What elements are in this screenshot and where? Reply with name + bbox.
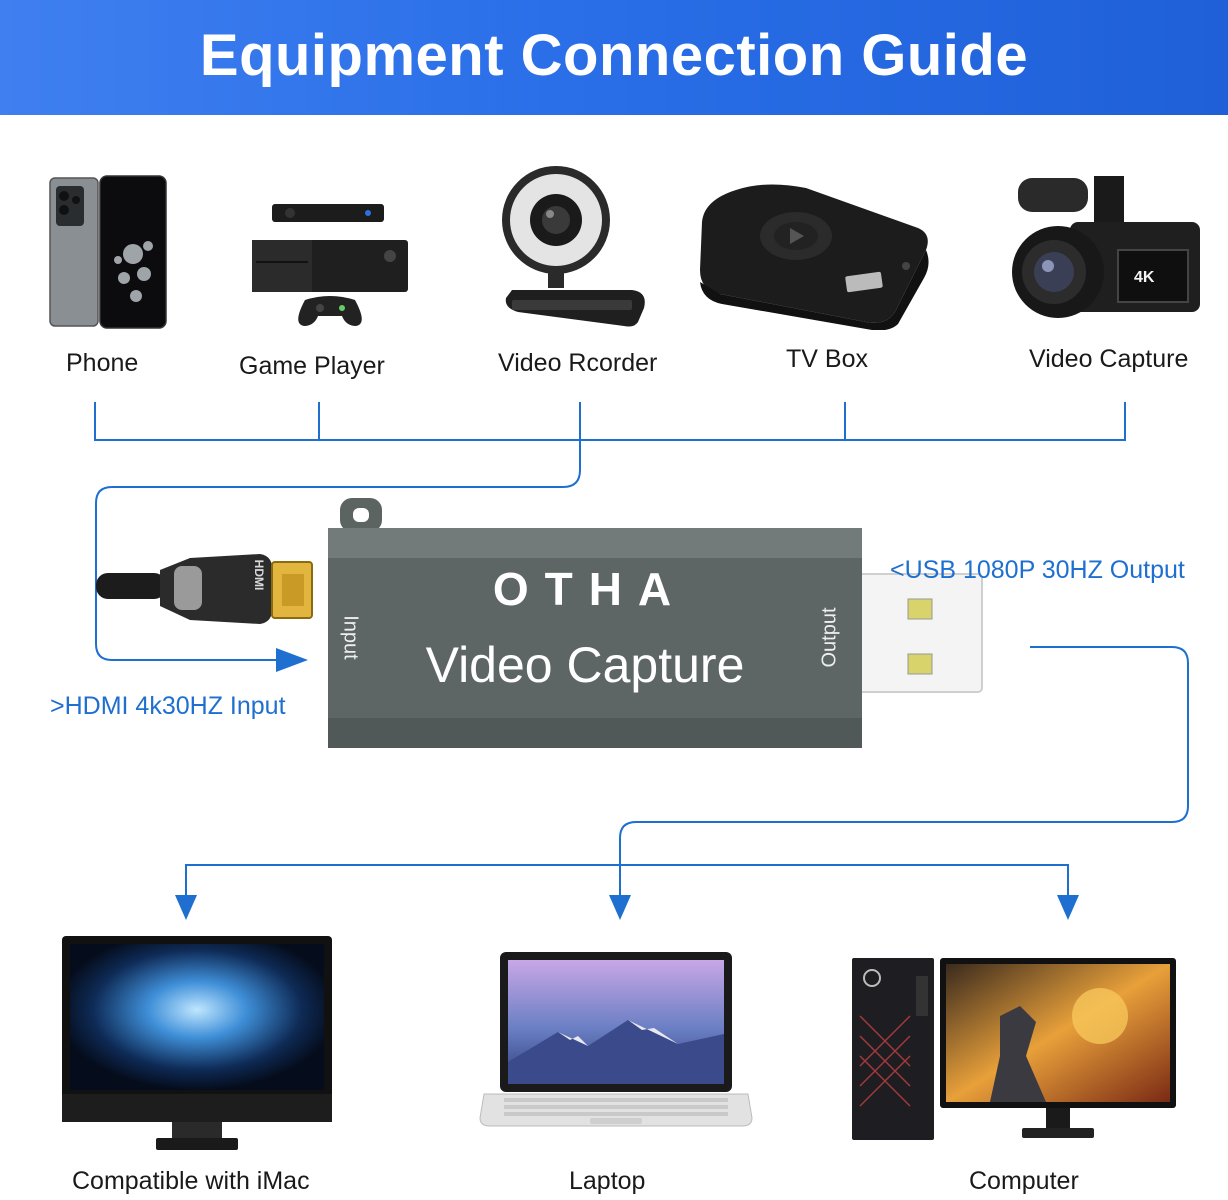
arrow-down-icon: [175, 895, 197, 920]
webcam-icon: [498, 162, 652, 330]
source-label-tv-box: TV Box: [786, 345, 868, 374]
device-name: Video Capture: [380, 636, 790, 694]
target-bus-line: [186, 865, 1068, 895]
source-label-game-player: Game Player: [239, 352, 385, 381]
target-label-laptop: Laptop: [569, 1167, 645, 1196]
source-label-video-recorder: Video Rcorder: [498, 349, 657, 378]
source-bus-line: [95, 402, 1125, 440]
output-spec-label: <USB 1080P 30HZ Output: [890, 556, 1185, 585]
target-label-computer: Computer: [969, 1167, 1079, 1196]
camcorder-4k-badge: 4K: [1134, 269, 1155, 286]
source-label-phone: Phone: [66, 349, 138, 378]
desktop-computer-icon: [850, 956, 1178, 1150]
source-label-video-capture: Video Capture: [1029, 345, 1188, 374]
arrow-down-icon: [1057, 895, 1079, 920]
tv-box-icon: [696, 182, 932, 330]
device-output-label: Output: [819, 596, 842, 680]
arrow-down-icon: [609, 895, 631, 920]
hdmi-plug-text: HDMI: [252, 550, 266, 600]
device-brand: OTHA: [430, 562, 750, 616]
input-spec-label: >HDMI 4k30HZ Input: [50, 692, 286, 721]
laptop-icon: [478, 950, 754, 1144]
target-label-imac: Compatible with iMac: [72, 1167, 310, 1196]
device-input-label: Input: [339, 598, 362, 678]
imac-icon: [60, 934, 334, 1152]
camcorder-icon: 4K: [1010, 172, 1210, 328]
phone-icon: [48, 174, 170, 330]
game-console-icon: [250, 202, 410, 330]
